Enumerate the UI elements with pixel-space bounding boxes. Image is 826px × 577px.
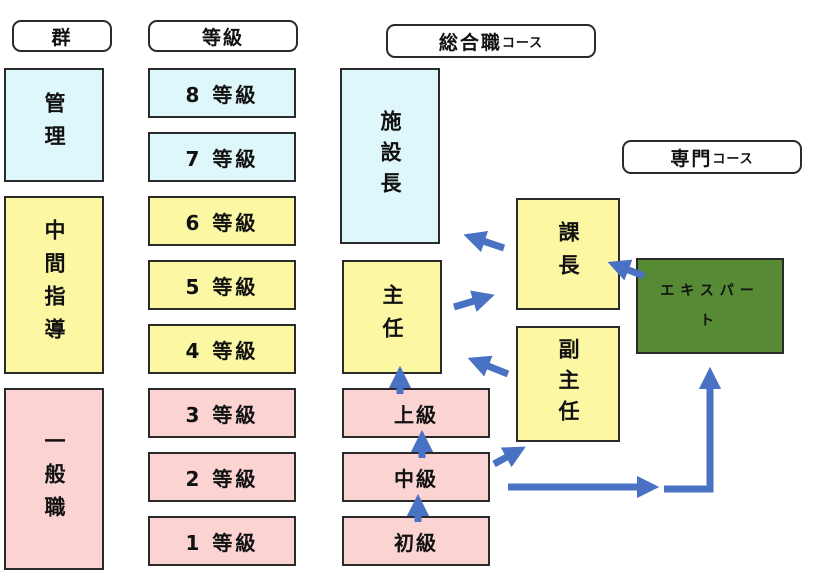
expert-label-line1: エキスパー	[660, 283, 760, 299]
deputy-chief-label: 副主任	[556, 337, 580, 431]
facility-director-label: 施設長	[378, 109, 402, 203]
grade-6: 6 等級	[148, 196, 296, 246]
grade-8: 8 等級	[148, 68, 296, 118]
grade-5-label: 5 等級	[185, 274, 259, 299]
grade-6-label: 6 等級	[185, 210, 259, 235]
arrow-up-to-expert	[664, 366, 722, 493]
group-middle-leadership: 中間指導	[4, 196, 104, 374]
deputy-chief-box: 副主任	[516, 326, 620, 442]
grade-1-label: 1 等級	[185, 530, 259, 555]
group-middle-leadership-label: 中間指導	[42, 219, 66, 351]
grade-3: 3 等級	[148, 388, 296, 438]
senior-label: 上級	[394, 402, 438, 427]
beginner-label: 初級	[394, 530, 438, 555]
grade-2-label: 2 等級	[185, 466, 259, 491]
grade-4: 4 等級	[148, 324, 296, 374]
expert-box: エキスパー ト	[636, 258, 784, 354]
specialist-course-header-main: 専門	[670, 147, 713, 170]
specialist-course-header-sub: コース	[712, 151, 754, 167]
grade-5: 5 等級	[148, 260, 296, 310]
arrow-deputy-chief-to-chief	[467, 355, 510, 378]
expert-label-line2: ト	[700, 313, 720, 329]
group-management-label: 管理	[42, 92, 66, 158]
grade-7: 7 等級	[148, 132, 296, 182]
arrow-expert-to-section-manager	[607, 259, 646, 281]
grade-8-label: 8 等級	[185, 82, 259, 107]
grade-1: 1 等級	[148, 516, 296, 566]
facility-director-box: 施設長	[340, 68, 440, 244]
general-course-header-sub: コース	[501, 35, 544, 51]
chief-label: 主任	[380, 284, 404, 350]
grade-3-label: 3 等級	[185, 402, 259, 427]
grade-7-label: 7 等級	[185, 146, 259, 171]
general-course-header-main: 総合職	[438, 31, 502, 54]
specialist-course-header: 専門コース	[622, 140, 802, 174]
grade-header-label: 等級	[201, 26, 244, 49]
arrow-intermediate-to-deputy-chief	[492, 446, 526, 468]
intermediate-label: 中級	[394, 466, 438, 491]
section-manager-label: 課長	[556, 221, 580, 287]
group-management: 管理	[4, 68, 104, 182]
arrow-section-manager-to-facility-director	[463, 230, 506, 253]
grade-4-label: 4 等級	[185, 338, 259, 363]
group-header: 群	[12, 20, 112, 52]
grade-header: 等級	[148, 20, 298, 52]
section-manager-box: 課長	[516, 198, 620, 310]
general-course-header: 総合職コース	[386, 24, 596, 58]
group-general-staff-label: 一般職	[42, 429, 66, 529]
arrow-chief-to-section-manager	[452, 290, 495, 312]
group-header-label: 群	[51, 26, 73, 49]
group-general-staff: 一般職	[4, 388, 104, 570]
grade-2: 2 等級	[148, 452, 296, 502]
